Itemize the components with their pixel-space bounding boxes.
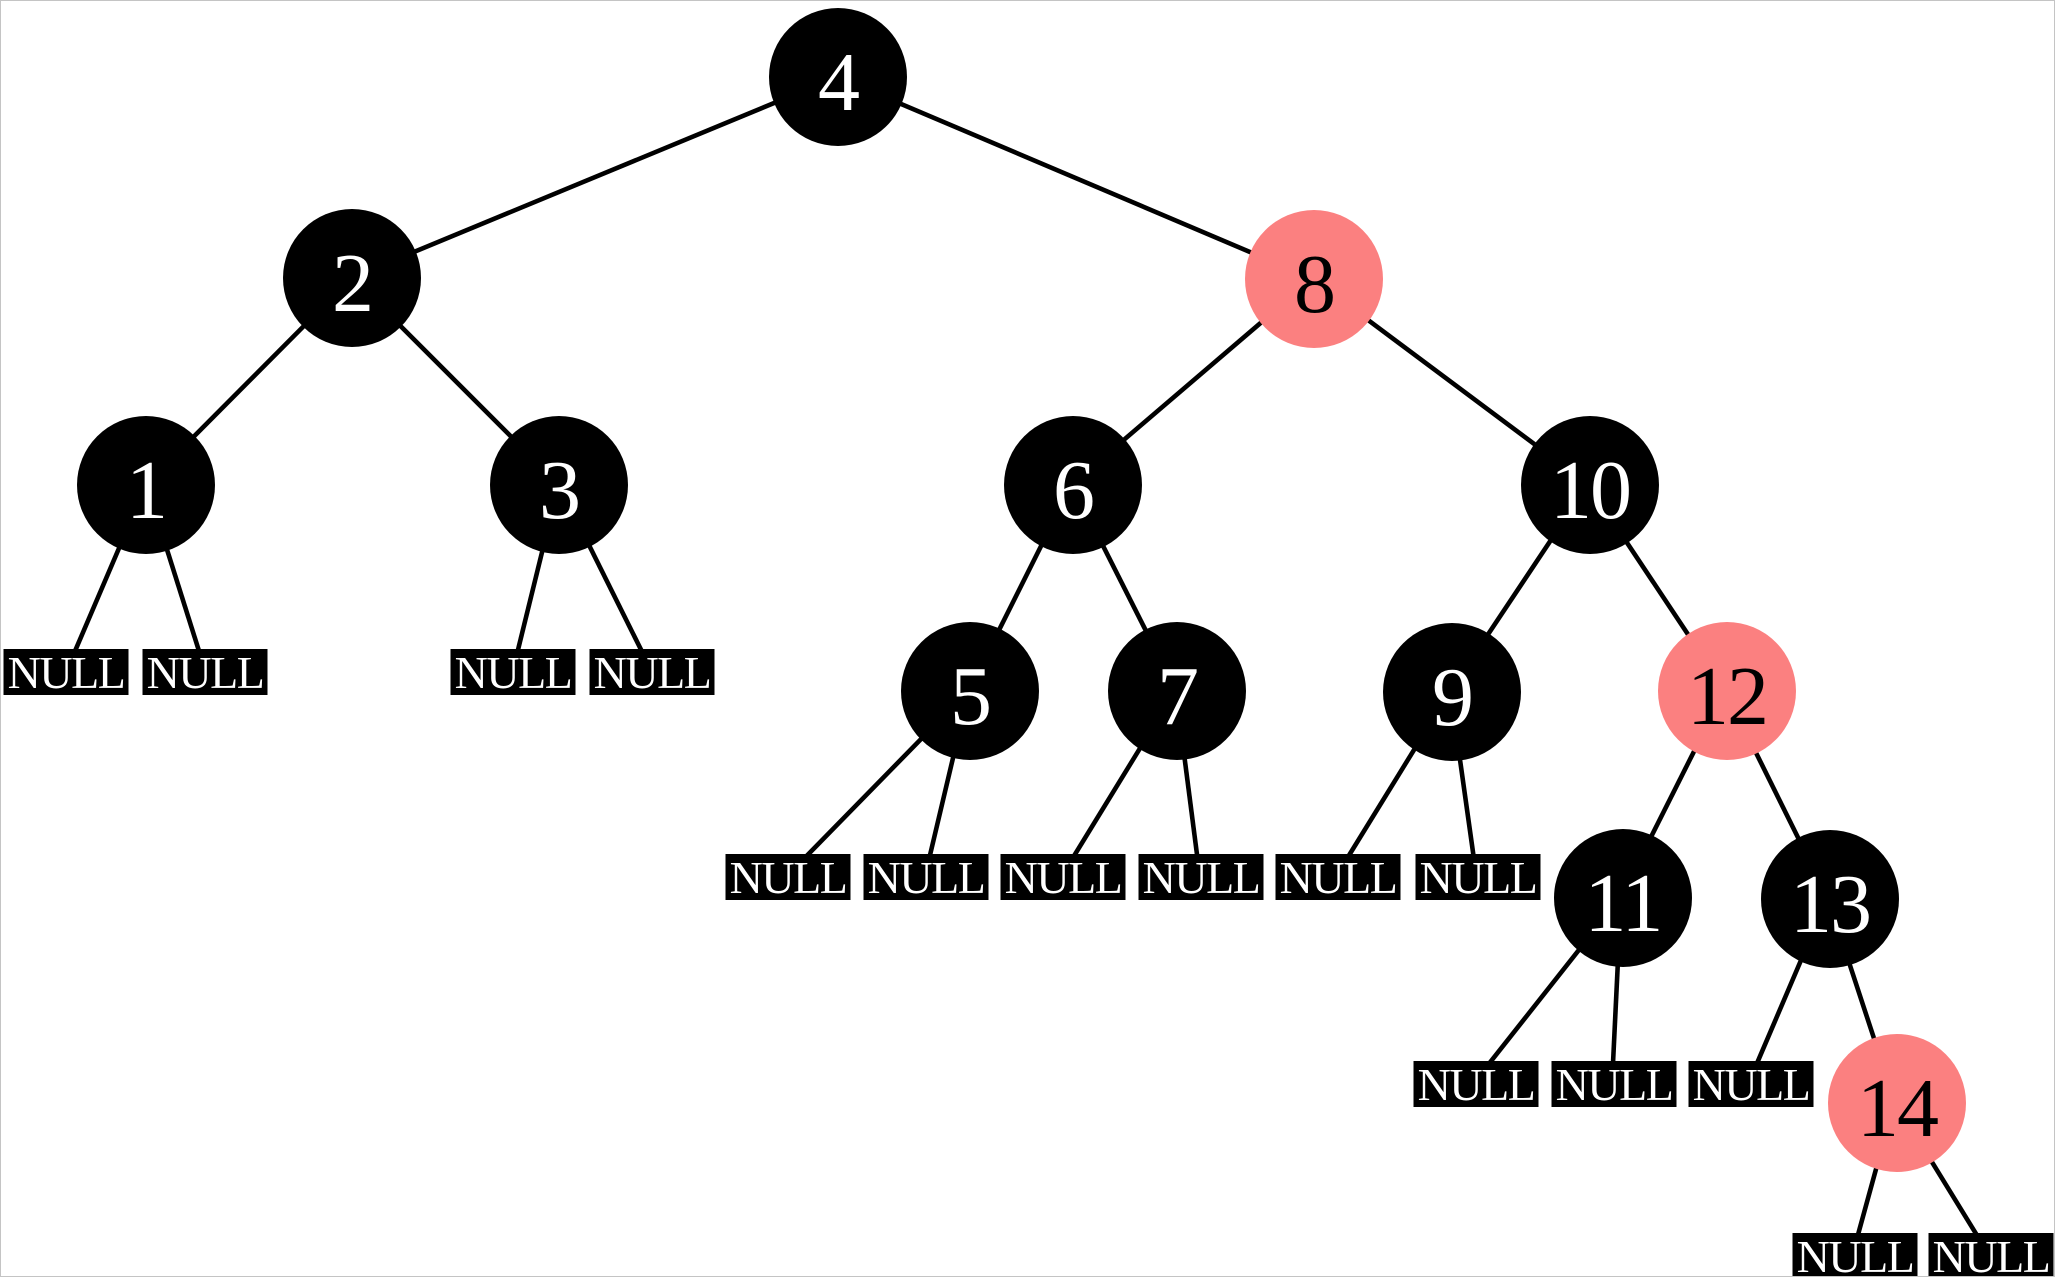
tree-node-10: 10 (1521, 416, 1659, 554)
null-label: NULL (454, 647, 573, 698)
tree-node-4: 4 (769, 8, 907, 146)
node-label: 4 (818, 36, 860, 129)
null-label: NULL (1417, 1059, 1536, 1110)
null-leaf: NULL (725, 852, 851, 903)
node-label: 3 (539, 444, 581, 537)
node-label: 11 (1584, 857, 1664, 950)
null-leaf: NULL (1551, 1059, 1677, 1110)
null-label: NULL (1796, 1231, 1915, 1277)
null-leaf: NULL (3, 647, 129, 698)
null-label: NULL (1932, 1231, 2051, 1277)
null-leaf: NULL (1000, 852, 1126, 903)
null-label: NULL (867, 852, 986, 903)
null-leaf: NULL (1413, 1059, 1539, 1110)
tree-node-3: 3 (490, 416, 628, 554)
tree-node-1: 1 (77, 416, 215, 554)
node-label: 9 (1432, 651, 1474, 744)
tree-edge (351, 74, 839, 280)
node-label: 14 (1857, 1062, 1939, 1155)
null-leaf: NULL (1275, 852, 1401, 903)
null-leaf: NULL (1415, 852, 1541, 903)
node-label: 13 (1790, 858, 1872, 951)
node-label: 1 (126, 444, 168, 537)
tree-node-2: 2 (283, 209, 421, 347)
tree-node-9: 9 (1383, 623, 1521, 761)
node-label: 7 (1157, 650, 1199, 743)
node-label: 6 (1053, 444, 1095, 537)
null-label: NULL (1692, 1059, 1811, 1110)
null-label: NULL (593, 647, 712, 698)
null-label: NULL (1555, 1059, 1674, 1110)
tree-node-13: 13 (1761, 830, 1899, 968)
null-leaf: NULL (1792, 1231, 1918, 1277)
null-label: NULL (1004, 852, 1123, 903)
tree-node-7: 7 (1108, 622, 1246, 760)
node-label: 10 (1550, 444, 1632, 537)
null-leaf: NULL (863, 852, 989, 903)
tree-node-11: 11 (1554, 829, 1692, 967)
null-label: NULL (1419, 852, 1538, 903)
null-label: NULL (1279, 852, 1398, 903)
tree-node-12: 12 (1658, 622, 1796, 760)
node-label: 2 (332, 237, 374, 330)
null-leaf: NULL (589, 647, 715, 698)
tree-node-14: 14 (1828, 1034, 1966, 1172)
tree-edge (836, 74, 1314, 281)
null-leaf: NULL (1928, 1231, 2054, 1277)
null-label: NULL (1142, 852, 1261, 903)
tree-node-5: 5 (901, 622, 1039, 760)
tree-node-6: 6 (1004, 416, 1142, 554)
null-label: NULL (729, 852, 848, 903)
null-leaf: NULL (1138, 852, 1264, 903)
null-label: NULL (7, 647, 126, 698)
null-leaf: NULL (142, 647, 268, 698)
null-leaf: NULL (450, 647, 576, 698)
node-label: 8 (1294, 238, 1336, 331)
null-leaf: NULL (1688, 1059, 1814, 1110)
node-label: 5 (950, 650, 992, 743)
tree-node-8: 8 (1245, 210, 1383, 348)
node-label: 12 (1687, 650, 1769, 743)
null-label: NULL (146, 647, 265, 698)
